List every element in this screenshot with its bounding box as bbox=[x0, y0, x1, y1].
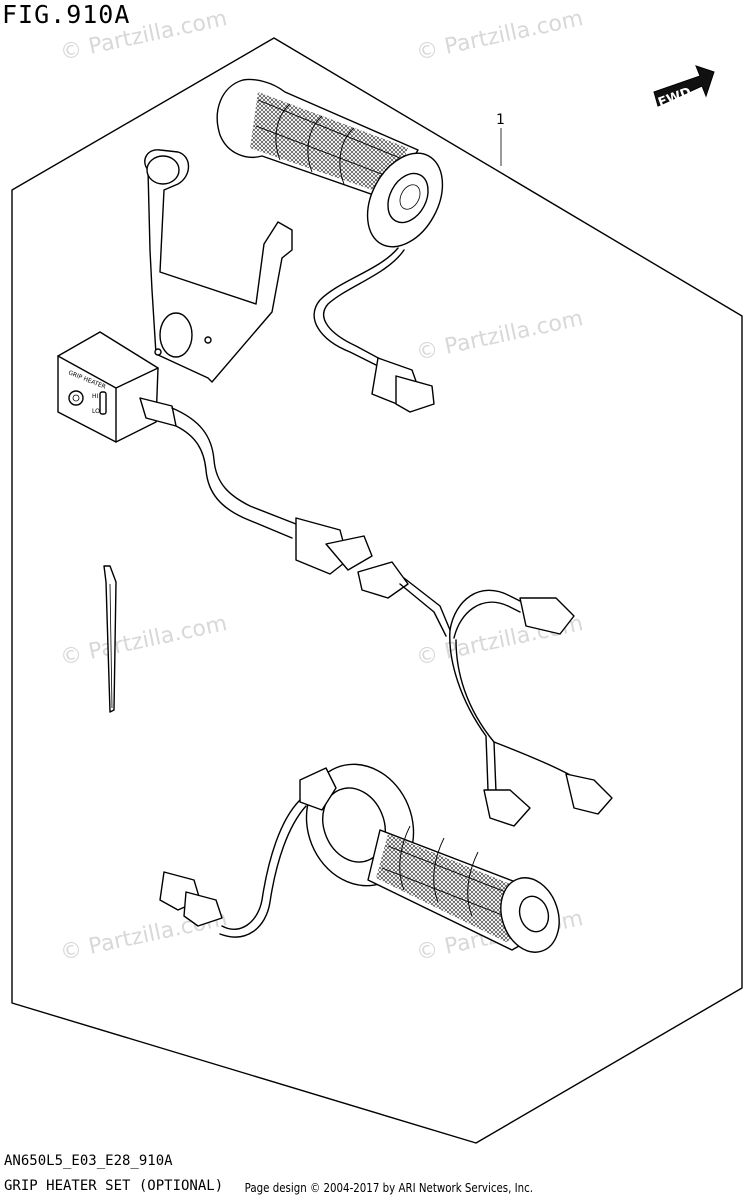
copyright-notice: Page design © 2004-2017 by ARI Network S… bbox=[243, 1180, 535, 1195]
part-callout: 1 bbox=[496, 112, 505, 166]
watermark: © Partzilla.com bbox=[414, 306, 585, 366]
watermark: © Partzilla.com bbox=[414, 6, 585, 66]
upper-grip bbox=[216, 78, 444, 413]
switch-hi-label: HI bbox=[92, 393, 99, 400]
branch-harness bbox=[449, 589, 613, 827]
figure-caption: GRIP HEATER SET (OPTIONAL) bbox=[4, 1178, 224, 1194]
mounting-bracket bbox=[144, 149, 293, 383]
switch-lo-label: LO bbox=[92, 408, 100, 415]
lower-grip bbox=[159, 763, 560, 953]
part-number-label: 1 bbox=[496, 112, 505, 128]
figure-title: FIG.910A bbox=[2, 0, 131, 29]
kit-boundary-box bbox=[11, 37, 743, 1144]
switch-harness bbox=[171, 407, 451, 637]
cable-tie bbox=[103, 565, 117, 713]
watermark: © Partzilla.com bbox=[58, 611, 229, 671]
fwd-arrow: FWD bbox=[653, 65, 715, 111]
watermark: © Partzilla.com bbox=[58, 6, 229, 66]
figure-code: AN650L5_E03_E28_910A bbox=[4, 1153, 173, 1169]
grip-heater-switch: GRIP HEATER HI LO bbox=[57, 331, 177, 443]
